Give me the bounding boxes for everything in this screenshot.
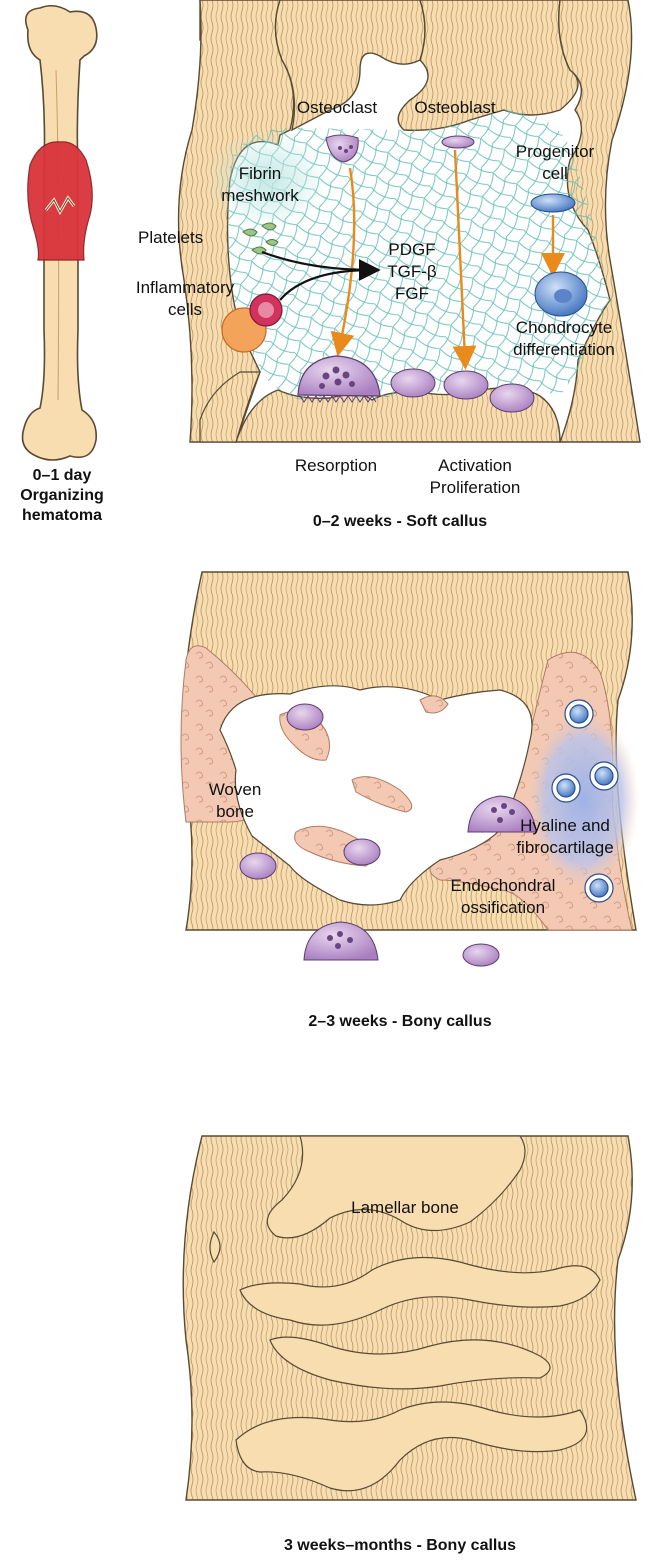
hematoma-shape: [28, 142, 93, 260]
lamellar-label: Lamellar bone: [340, 1198, 470, 1218]
bone-caption-line3: hematoma: [12, 506, 112, 526]
resorption-label: Resorption: [276, 456, 396, 476]
panel2-caption: 2–3 weeks - Bony callus: [280, 1012, 520, 1032]
bone-caption-line1: 0–1 day: [12, 466, 112, 486]
progenitor-label-line2: cell: [500, 164, 610, 184]
femur-illustration: [23, 6, 97, 460]
osteoclast-label: Osteoclast: [282, 98, 392, 118]
bone-caption-line2: Organizing: [12, 486, 112, 506]
hyaline-label-line1: Hyaline and: [500, 816, 630, 836]
fgf-label: FGF: [372, 284, 452, 304]
activation-label-line1: Activation: [410, 456, 540, 476]
osteoblast-label: Osteoblast: [400, 98, 510, 118]
inflammatory-label-line2: cells: [120, 300, 250, 320]
inflammatory-label-line1: Inflammatory: [120, 278, 250, 298]
fibrin-label-line2: meshwork: [210, 186, 310, 206]
chondrocyte-label-line2: differentiation: [494, 340, 634, 360]
woven-label-line2: bone: [190, 802, 280, 822]
platelets-label: Platelets: [138, 228, 238, 248]
endo-label-line1: Endochondral: [438, 876, 568, 896]
panel2-bony-callus: [181, 572, 639, 966]
activation-label-line2: Proliferation: [410, 478, 540, 498]
chondrocyte-label-line1: Chondrocyte: [494, 318, 634, 338]
panel1-soft-callus: [179, 0, 640, 442]
woven-label-line1: Woven: [190, 780, 280, 800]
hyaline-label-line2: fibrocartilage: [500, 838, 630, 858]
pdgf-label: PDGF: [372, 240, 452, 260]
endo-label-line2: ossification: [438, 898, 568, 918]
panel3-caption: 3 weeks–months - Bony callus: [260, 1536, 540, 1556]
panel1-caption: 0–2 weeks - Soft callus: [280, 512, 520, 532]
panel3-lamellar-bone: [183, 1136, 636, 1500]
fibrin-label-line1: Fibrin: [210, 164, 310, 184]
progenitor-label-line1: Progenitor: [500, 142, 610, 162]
tgf-label: TGF-β: [372, 262, 452, 282]
